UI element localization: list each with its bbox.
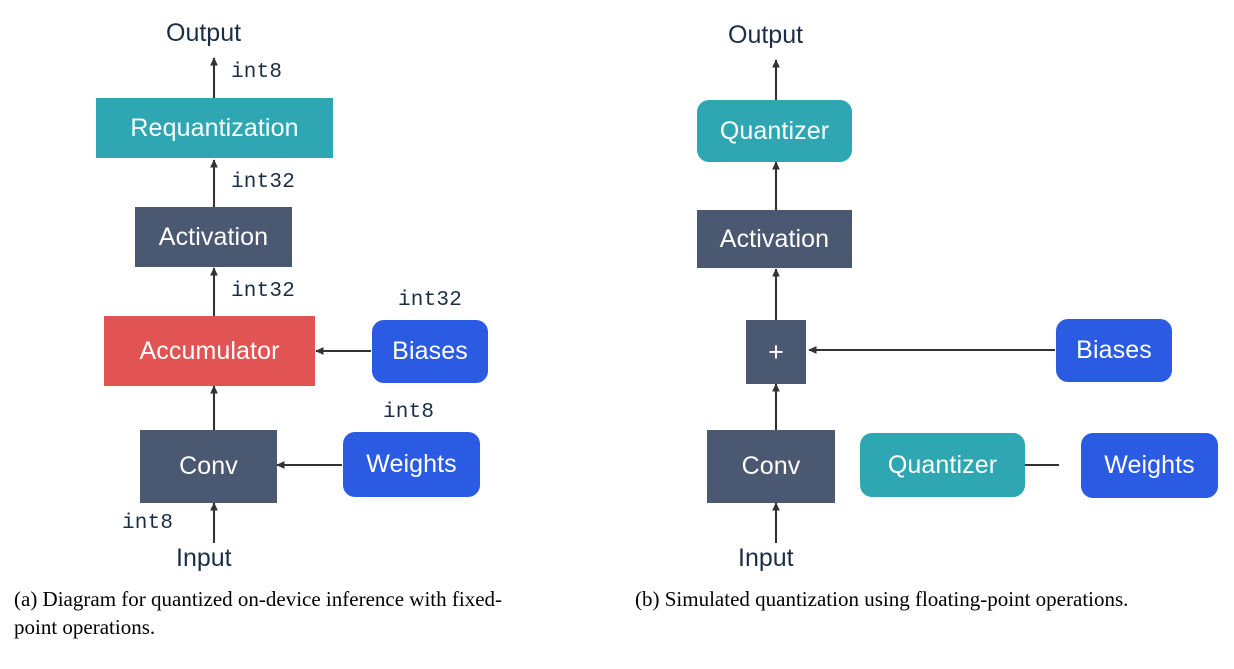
panel-a-input-label: Input [176, 544, 232, 572]
panel-a-output-dtype-label: int8 [231, 61, 283, 84]
panel-a-activation-input-dtype-label: int32 [231, 280, 296, 303]
panel-a-requant-input-dtype-label: int32 [231, 171, 296, 194]
node-weights[interactable]: Weights [1081, 433, 1218, 498]
node-conv[interactable]: Conv [140, 430, 277, 503]
node-quantizer-output[interactable]: Quantizer [697, 100, 852, 162]
panel-a-biases-dtype-label: int32 [398, 289, 463, 312]
node-quantizer-weights[interactable]: Quantizer [860, 433, 1025, 497]
node-requantization[interactable]: Requantization [96, 98, 333, 158]
panel-a-arrows [210, 57, 371, 543]
panel-a: Output int8 Requantization int32 Activat… [0, 0, 617, 640]
node-weights[interactable]: Weights [343, 432, 480, 497]
panel-a-caption: (a) Diagram for quantized on-device infe… [14, 587, 503, 640]
panel-b-caption: (b) Simulated quantization using floatin… [635, 587, 1129, 611]
node-activation[interactable]: Activation [135, 207, 292, 267]
panel-b-input-label: Input [738, 544, 794, 572]
node-biases[interactable]: Biases [372, 320, 488, 383]
panel-b-output-label: Output [728, 21, 804, 49]
panel-a-input-dtype-label: int8 [122, 512, 174, 535]
panel-a-output-label: Output [166, 19, 242, 47]
node-accumulator[interactable]: Accumulator [104, 316, 315, 386]
panel-a-canvas: Output int8 Requantization int32 Activat… [0, 0, 617, 580]
panel-b-canvas: Output Quantizer Activation + Biases Con… [617, 0, 1234, 580]
node-activation[interactable]: Activation [697, 210, 852, 268]
node-biases[interactable]: Biases [1056, 319, 1172, 382]
node-conv[interactable]: Conv [707, 430, 835, 503]
panel-a-weights-dtype-label: int8 [383, 401, 435, 424]
node-add[interactable]: + [746, 320, 806, 384]
panel-b: Output Quantizer Activation + Biases Con… [617, 0, 1234, 669]
